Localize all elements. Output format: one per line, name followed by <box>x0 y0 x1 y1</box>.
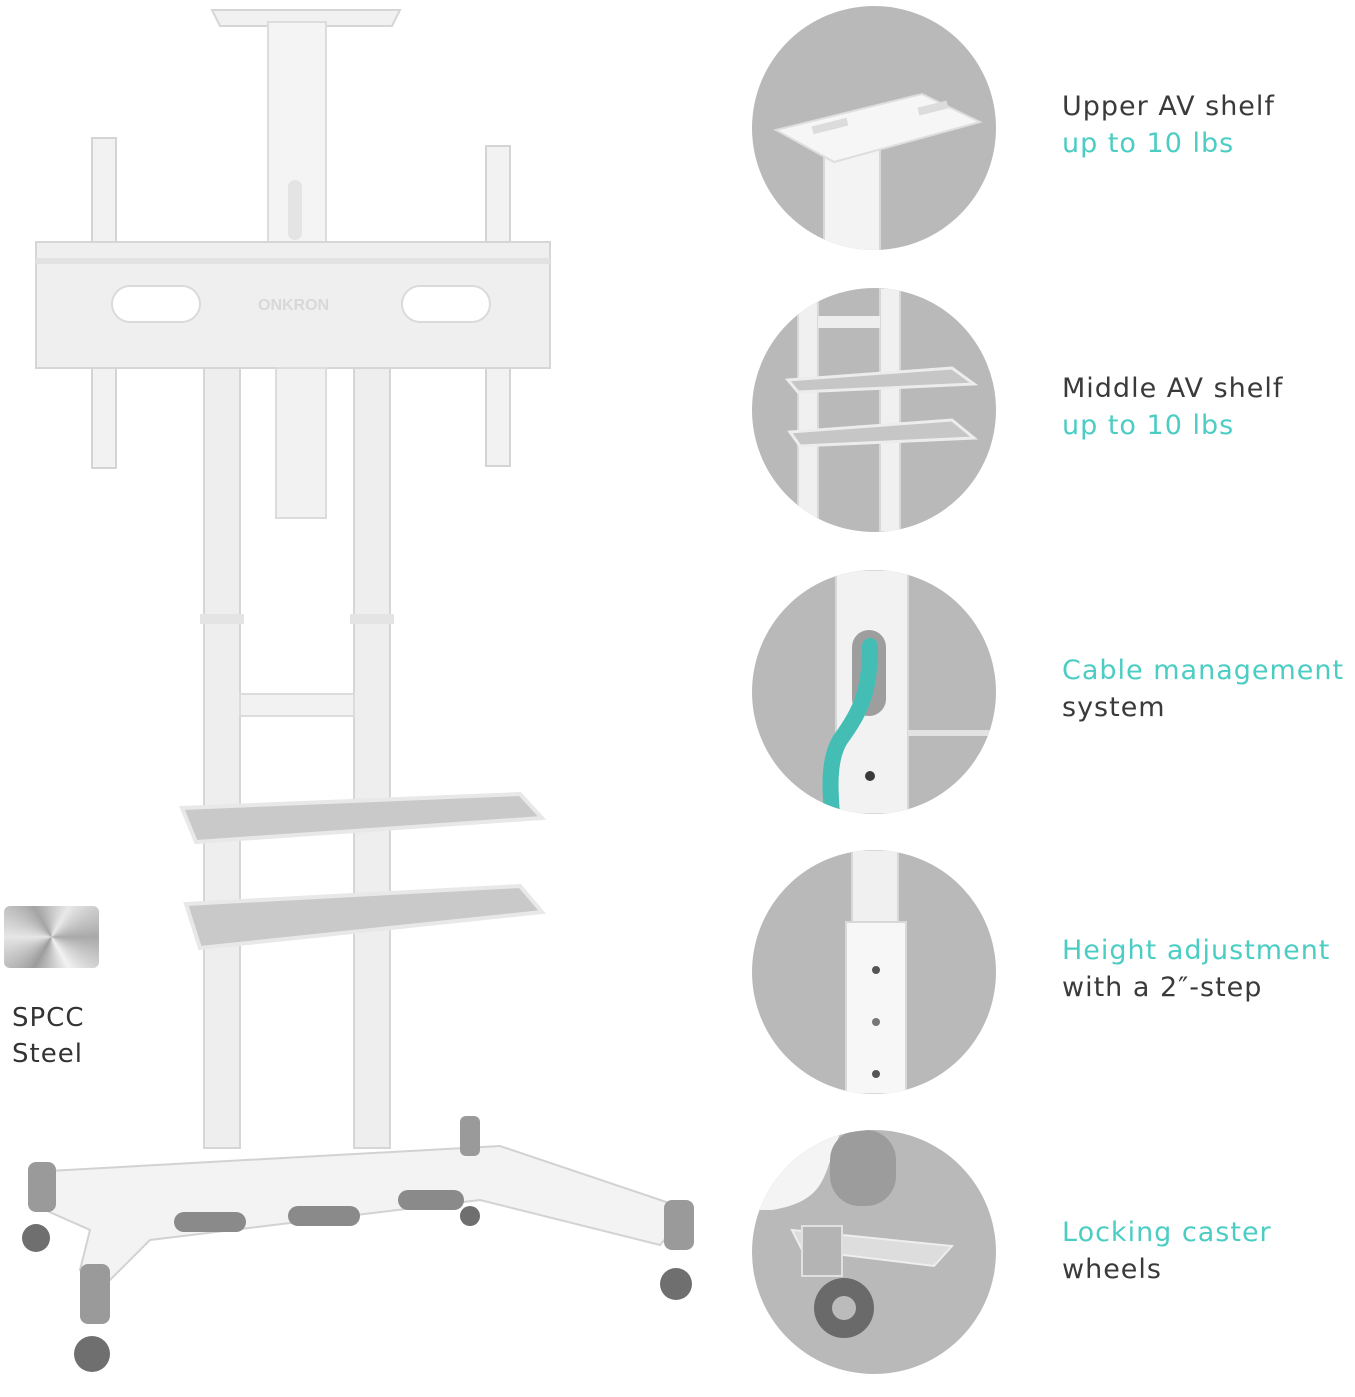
feature-detail: up to 10 lbs <box>1062 410 1235 441</box>
middle-shelf-icon <box>752 288 996 532</box>
feature-cable-management: Cable management system <box>752 570 1352 820</box>
feature-locking-casters: Locking caster wheels <box>752 1130 1352 1380</box>
feature-detail: up to 10 lbs <box>1062 128 1235 159</box>
caster-icon <box>752 1130 996 1374</box>
tv-stand-illustration: ONKRON <box>22 9 694 1372</box>
brand-logo-text: ONKRON <box>258 297 329 314</box>
cable-icon <box>752 570 996 814</box>
feature-title: Locking caster <box>1062 1217 1272 1248</box>
feature-detail: wheels <box>1062 1254 1162 1285</box>
steel-swatch-icon <box>4 906 99 968</box>
upper-shelf-icon <box>752 6 996 250</box>
feature-height-adjustment: Height adjustment with a 2″-step <box>752 850 1352 1100</box>
feature-middle-shelf: Middle AV shelf up to 10 lbs <box>752 288 1352 538</box>
feature-upper-shelf: Upper AV shelf up to 10 lbs <box>752 6 1352 256</box>
feature-title: Upper AV shelf <box>1062 91 1275 122</box>
feature-title: Cable management <box>1062 655 1345 686</box>
material-label: SPCC Steel <box>12 1003 85 1069</box>
height-icon <box>752 850 996 1094</box>
feature-detail: with a 2″-step <box>1062 972 1263 1003</box>
feature-title: Height adjustment <box>1062 935 1331 966</box>
feature-title: Middle AV shelf <box>1062 373 1284 404</box>
feature-detail: system <box>1062 692 1166 723</box>
